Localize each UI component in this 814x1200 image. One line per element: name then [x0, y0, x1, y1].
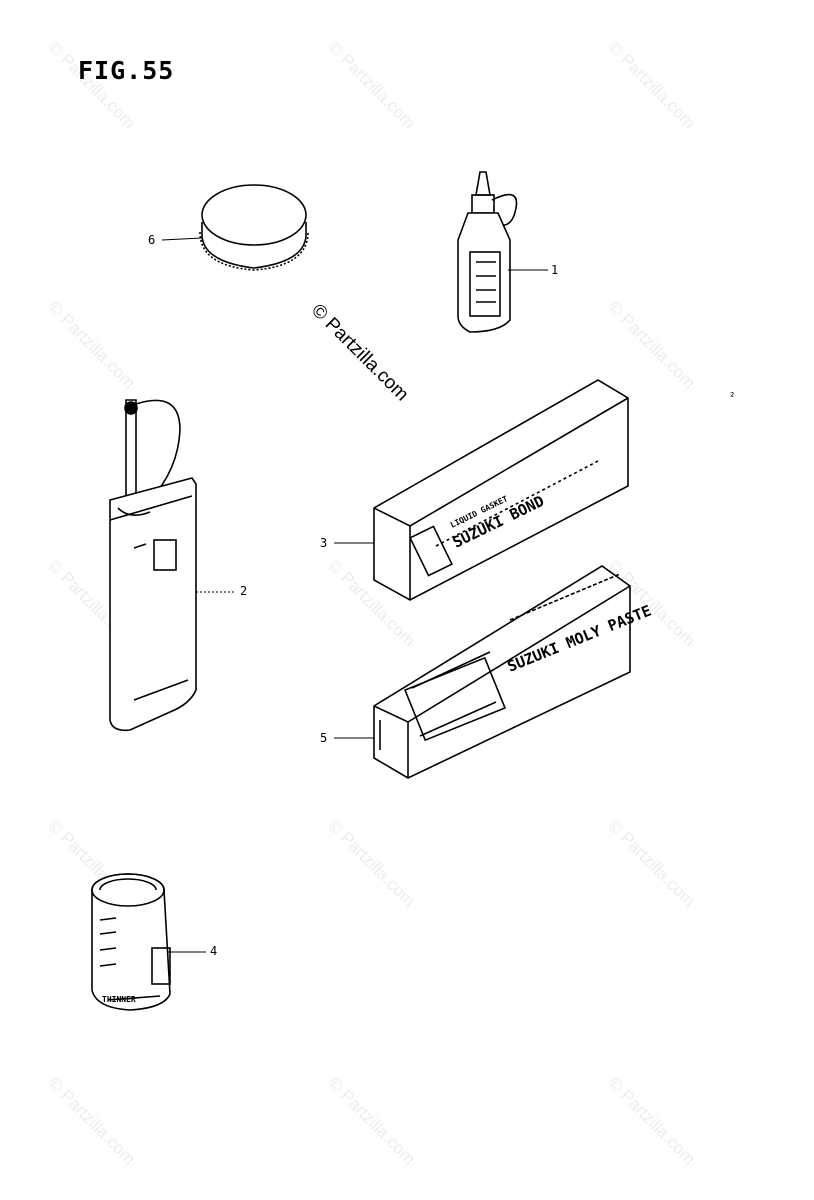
part-2-sealant-tube	[109, 399, 197, 732]
can-label: THINNER	[102, 995, 136, 1004]
callout-5: 5	[320, 731, 328, 745]
part-5-paste-box	[373, 565, 631, 779]
callout-4: 4	[210, 944, 218, 958]
part-6-grease-tin	[199, 184, 309, 271]
figure-title: FIG.55	[78, 56, 175, 85]
callout-2: 2	[240, 584, 248, 598]
stray-mark: ²	[730, 390, 734, 403]
leader-lines	[161, 237, 548, 953]
callout-6: 6	[148, 233, 156, 247]
part-3-bond-box	[373, 379, 629, 601]
part-4-can	[91, 873, 171, 1011]
callout-1: 1	[551, 263, 559, 277]
callout-3: 3	[320, 536, 328, 550]
part-1-oil-bottle	[457, 171, 518, 333]
